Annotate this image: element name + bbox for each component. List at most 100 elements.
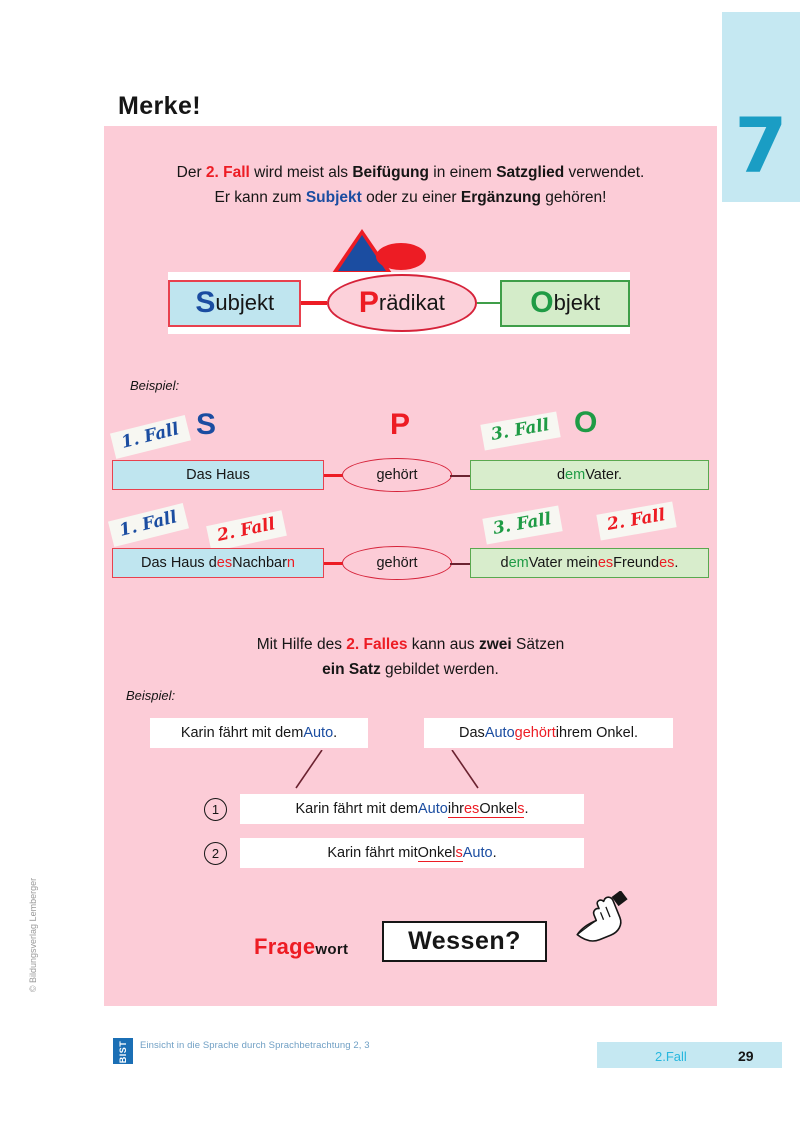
- spo-link-subject-predicate: [301, 301, 327, 305]
- result-number-2: 2: [204, 842, 227, 865]
- intro-l2-p3: gehören!: [540, 189, 607, 207]
- res2-ured1: s: [455, 844, 463, 862]
- mid-l1-p2: kann aus: [407, 636, 479, 653]
- res1-u2: Onkel: [479, 800, 518, 818]
- row2-object-red1: es: [597, 555, 614, 571]
- row2-predicate-text: gehört: [376, 555, 418, 571]
- bist-description: Einsicht in die Sprache durch Sprachbetr…: [140, 1040, 370, 1051]
- intro-l1-bold-2: Satzglied: [496, 164, 565, 181]
- fragewort-label: Fragewort: [254, 934, 348, 960]
- row1-connector-left: [324, 474, 344, 477]
- intro-l2-subjekt: Subjekt: [305, 189, 362, 207]
- row1-object-p1: d: [556, 467, 566, 483]
- beispiel-label-1: Beispiel:: [130, 378, 180, 393]
- source-sentence-2: Das Auto gehört ihrem Onkel.: [424, 718, 673, 748]
- src2-p1: Das: [459, 725, 485, 741]
- row2-subject-red1: es: [216, 555, 233, 571]
- spo-predicate-rest: rädikat: [378, 290, 445, 315]
- src2-blue: Auto: [484, 725, 515, 741]
- intro-line-1: Der 2. Fall wird meist als Beifügung in …: [104, 160, 717, 185]
- mid-l2-bold: ein Satz: [322, 661, 381, 679]
- intro-l1-p3: in einem: [428, 164, 497, 181]
- row1-predicate-text: gehört: [376, 467, 418, 483]
- beispiel-label-2: Beispiel:: [126, 688, 176, 703]
- row2-object-green1: em: [508, 555, 529, 571]
- footer-chapter-label: 2.Fall: [655, 1049, 687, 1064]
- chapter-tab: 7: [722, 12, 800, 202]
- intro-l2-p2: oder zu einer: [361, 189, 461, 207]
- sticker-2-fall-row2: 2. Fall: [206, 510, 287, 552]
- row2-object-p4: .: [674, 555, 679, 571]
- sticker-3-fall-row2: 3. Fall: [482, 505, 563, 545]
- row2-connector-right: [450, 563, 472, 565]
- res2-p1: Karin fährt mit: [327, 845, 418, 861]
- footer-bar: [597, 1042, 782, 1068]
- mid-line-2: ein Satz gebildet werden.: [104, 657, 717, 682]
- mid-l1-p1: Mit Hilfe des: [256, 636, 347, 653]
- row2-subject-red2: n: [286, 555, 295, 571]
- src1-p2: .: [333, 725, 338, 741]
- intro-l1-p1: Der: [176, 164, 206, 181]
- intro-l2-p1: Er kann zum: [214, 189, 306, 207]
- row1-object-green: em: [565, 467, 586, 483]
- src1-blue: Auto: [303, 725, 334, 741]
- mid-line-1: Mit Hilfe des 2. Falles kann aus zwei Sä…: [104, 632, 717, 657]
- res2-blue: Auto: [462, 845, 493, 861]
- row2-object-p2: Vater mein: [528, 555, 598, 571]
- spo-subject-rest: ubjekt: [215, 290, 275, 315]
- fragewort-answer: Wessen?: [408, 927, 521, 955]
- res1-p1: Karin fährt mit dem: [295, 801, 419, 817]
- row2-connector-left: [324, 562, 344, 565]
- intro-l2-bold-1: Ergänzung: [460, 189, 541, 207]
- mid-l1-accent: 2. Falles: [346, 636, 408, 653]
- ellipse-icon: [376, 243, 426, 270]
- res1-p3: .: [524, 801, 529, 817]
- intro-l1-accent: 2. Fall: [205, 164, 250, 181]
- row2-object-p3: Freund: [613, 555, 660, 571]
- page-title: Merke!: [118, 92, 201, 120]
- src2-p3: ihrem Onkel.: [555, 725, 638, 741]
- row1-subject-box: Das Haus: [112, 460, 324, 490]
- sticker-1-fall-row2: 1. Fall: [107, 503, 189, 547]
- letter-s: S: [196, 408, 217, 441]
- arrow-lines: [295, 750, 479, 789]
- sticker-2-fall-row2-right: 2. Fall: [596, 501, 677, 541]
- row2-subject-p1: Das Haus d: [141, 555, 217, 571]
- mid-l2-p1: gebildet werden.: [380, 661, 499, 679]
- copyright-text: © Bildungsverlag Lemberger: [28, 877, 38, 993]
- sticker-3-fall-row1: 3. Fall: [480, 411, 561, 451]
- spo-subject-initial: S: [195, 286, 216, 319]
- src2-red: gehört: [514, 725, 556, 741]
- content-panel: Der 2. Fall wird meist als Beifügung in …: [104, 126, 717, 1006]
- res1-ured1: es: [463, 800, 480, 818]
- spo-predicate-initial: P: [358, 286, 379, 319]
- intro-l1-p4: verwendet.: [564, 164, 645, 181]
- pointing-hand-icon: [576, 891, 628, 942]
- footer-page-number: 29: [738, 1048, 754, 1064]
- intro-l1-p2: wird meist als: [249, 164, 353, 181]
- spo-object-rest: bjekt: [553, 290, 601, 315]
- mid-l1-bold: zwei: [479, 636, 512, 653]
- bist-badge: BIST: [113, 1038, 133, 1064]
- letter-o: O: [574, 406, 598, 439]
- fragewort-red: Frage: [254, 934, 316, 959]
- res1-ured2: s: [517, 800, 525, 818]
- row1-object-p2: Vater.: [585, 467, 623, 483]
- row2-object-p1: d: [500, 555, 509, 571]
- intro-line-2: Er kann zum Subjekt oder zu einer Ergänz…: [104, 185, 717, 210]
- res2-u1: Onkel: [417, 844, 456, 862]
- row2-object-red2: es: [659, 555, 675, 571]
- row2-predicate-oval: gehört: [342, 546, 452, 580]
- intro-l1-bold-1: Beifügung: [352, 164, 429, 181]
- row1-subject-text: Das Haus: [186, 467, 250, 483]
